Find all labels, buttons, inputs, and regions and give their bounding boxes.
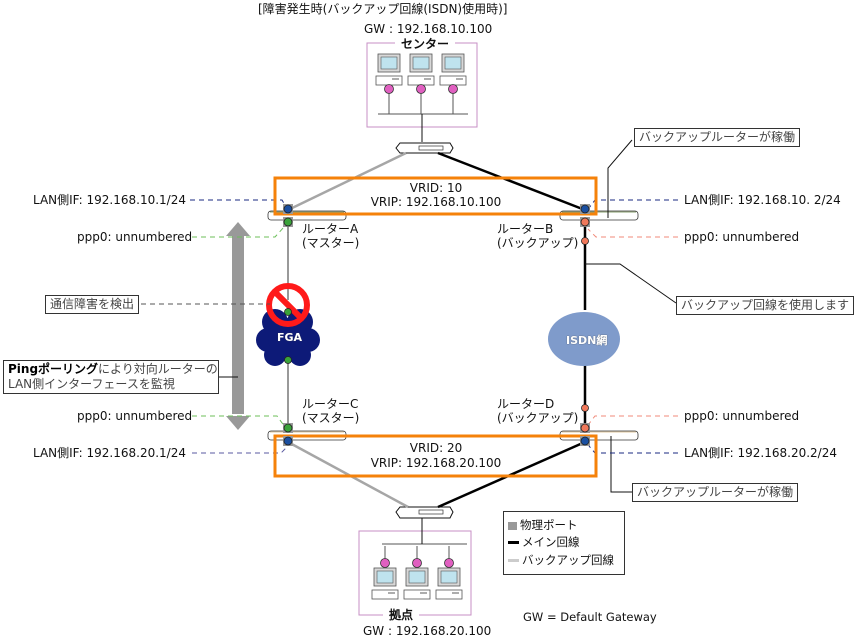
callout-leader-backup-bottom [610, 436, 632, 493]
vrrp-box-top [273, 176, 598, 216]
callout-failure-detected: 通信障害を検出 [45, 295, 140, 314]
callout-leader-use-backup [585, 263, 677, 304]
leader-d-ppp [587, 415, 678, 426]
legend-label-backup-line: バックアップ回線 [522, 553, 614, 567]
leader-b-ppp [587, 228, 678, 238]
legend-label-physical-port: 物理ポート [520, 518, 578, 532]
leader-a-lan [190, 199, 289, 211]
center-gateway: GW : 192.168.10.100 [364, 22, 493, 36]
ping-polling-line1: により対向ルーターの [98, 362, 218, 376]
center-pc-port-2 [416, 84, 426, 94]
center-site [366, 42, 478, 142]
center-switch-icon [395, 142, 454, 154]
fga-port-lower [284, 356, 292, 364]
main-line-center-to-router-b [437, 151, 586, 212]
fga-network-label: FGA [277, 331, 303, 344]
router-c-ppp-port [283, 423, 293, 433]
leader-c-lan [192, 445, 289, 454]
router-b-name: ルーターB [497, 222, 554, 236]
callout-leader-backup-top [607, 139, 633, 218]
router-d-lan-port [580, 436, 590, 446]
vrrp-box-bottom [273, 434, 598, 478]
router-d-icon [559, 430, 639, 441]
router-c-lan-if: LAN側IF: 192.168.20.1/24 [33, 446, 186, 460]
callout-backup-active-bottom: バックアップルーターが稼働 [632, 483, 799, 502]
center-pc-icon-2 [407, 53, 435, 114]
router-d-role: (バックアップ) [497, 411, 579, 425]
router-d-name: ルーターD [497, 397, 555, 411]
legend-item-backup-line: バックアップ回線 [508, 553, 614, 567]
vrrp-top-vrip: VRIP: 192.168.10.100 [370, 195, 502, 209]
leader-a-ppp [192, 226, 285, 238]
gw-footnote: GW = Default Gateway [523, 610, 657, 624]
ping-polling-arrow-icon [226, 222, 250, 430]
router-b-role: (バックアップ) [497, 236, 579, 250]
branch-pc-port-3 [444, 558, 454, 568]
router-b-lan-if: LAN側IF: 192.168.10. 2/24 [684, 193, 841, 207]
leader-b-lan [588, 199, 678, 209]
center-pc-port-3 [448, 84, 458, 94]
router-c-role: (マスター) [302, 411, 360, 425]
ping-polling-line2: LAN側インターフェースを監視 [8, 377, 175, 391]
branch-pc-icon-2 [403, 546, 431, 600]
router-a-ppp-if: ppp0: unnumbered [77, 230, 193, 244]
router-a-name: ルーターA [302, 222, 359, 236]
router-c-lan-port [283, 436, 293, 446]
vrrp-bottom-vrip: VRIP: 192.168.20.100 [370, 456, 502, 470]
ping-polling-bold: Pingポーリング [8, 362, 99, 376]
branch-site-label: 拠点 [383, 606, 420, 623]
center-pc-icon-3 [439, 53, 467, 114]
callout-backup-active-top: バックアップルーターが稼働 [634, 128, 801, 147]
center-site-label: センター [395, 35, 456, 52]
backup-line-center-to-router-a [287, 151, 407, 212]
router-b-ppp-port [580, 217, 590, 227]
router-a-lan-port [283, 204, 293, 214]
branch-gateway: GW : 192.168.20.100 [363, 624, 492, 638]
fga-port-upper [284, 308, 292, 316]
isdn-network-label: ISDN網 [566, 334, 608, 347]
router-c-name: ルーターC [302, 397, 359, 411]
router-a-ppp-port [283, 217, 293, 227]
branch-pc-port-1 [380, 558, 390, 568]
diagram-title: [障害発生時(バックアップ回線(ISDN)使用時)] [258, 2, 508, 16]
leader-d-lan [588, 445, 678, 454]
router-b-ppp-if: ppp0: unnumbered [684, 230, 800, 244]
legend-item-physical-port: 物理ポート [508, 518, 578, 532]
branch-switch-icon [395, 506, 454, 519]
legend-item-main-line: メイン回線 [508, 535, 580, 549]
router-d-ppp-port [580, 423, 590, 433]
legend-swatch-physical-port [508, 521, 517, 530]
router-a-lan-if: LAN側IF: 192.168.10.1/24 [33, 193, 186, 207]
branch-pc-icon-3 [435, 546, 463, 600]
branch-pc-icon-1 [371, 546, 399, 600]
callout-ping-polling: Pingポーリングにより対向ルーターの LAN側インターフェースを監視 [3, 360, 219, 394]
center-pc-port-1 [384, 84, 394, 94]
vrrp-bottom-vrid: VRID: 20 [409, 441, 463, 455]
branch-pc-port-2 [412, 558, 422, 568]
branch-site [358, 518, 472, 616]
legend: 物理ポート メイン回線 バックアップ回線 [503, 511, 625, 575]
router-b-isdn-port [581, 237, 589, 245]
callout-use-backup-line: バックアップ回線を使用します [676, 296, 855, 315]
legend-swatch-backup-line [508, 559, 519, 562]
router-d-ppp-if: ppp0: unnumbered [684, 409, 800, 423]
router-c-ppp-if: ppp0: unnumbered [77, 409, 193, 423]
legend-label-main-line: メイン回線 [522, 535, 580, 549]
router-a-role: (マスター) [302, 236, 360, 250]
router-b-lan-port [580, 204, 590, 214]
legend-swatch-main-line [508, 541, 519, 544]
vrrp-top-vrid: VRID: 10 [409, 181, 463, 195]
router-d-lan-if: LAN側IF: 192.168.20.2/24 [684, 446, 837, 460]
router-d-isdn-port [581, 404, 589, 412]
center-pc-icon-1 [375, 53, 403, 114]
isdn-cloud-icon [548, 312, 620, 366]
leader-c-ppp [192, 415, 286, 428]
failure-prohibit-icon [266, 283, 310, 327]
